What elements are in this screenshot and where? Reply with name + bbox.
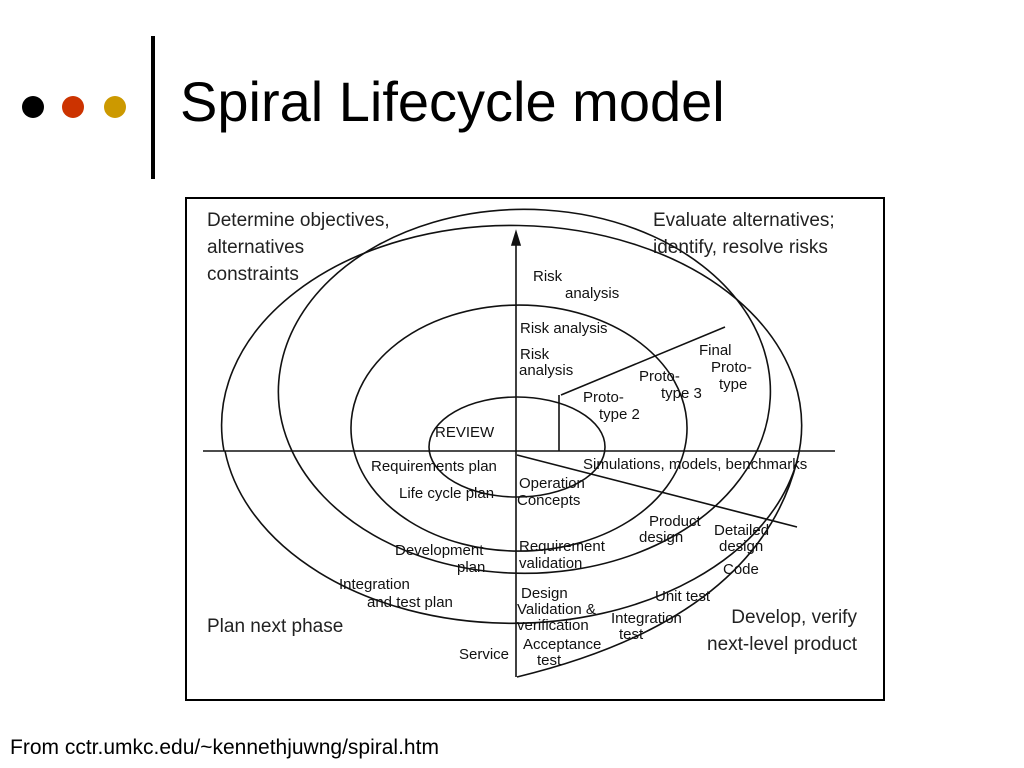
spiral-loop-2 [350,304,688,552]
slide-title: Spiral Lifecycle model [180,70,725,133]
spiral-continuation [516,460,798,678]
operation-concepts-label-1: Operation [519,475,585,492]
development-plan-label-1: Development [395,542,484,559]
title-divider [151,36,155,179]
life-cycle-plan-label: Life cycle plan [399,485,494,502]
requirement-validation-label-2: validation [519,555,582,572]
quadrant-top-right-label: Evaluate alternatives; identify, resolve… [653,210,835,258]
prototype-3-label-1: Proto- [639,368,680,385]
prototype-2-label-1: Proto- [583,389,624,406]
source-attribution: From cctr.umkc.edu/~kennethjuwng/spiral.… [10,736,439,759]
design-validation-label-3: verification [517,617,589,634]
final-prototype-label-3: type [719,376,747,393]
development-plan-label-2: plan [457,559,485,576]
risk-analysis-inner-label-line2: analysis [519,362,573,379]
acceptance-test-label-2: test [537,652,562,669]
design-diagonal [516,454,798,528]
review-label: REVIEW [435,424,495,441]
spiral-graphic: Risk analysis Risk analysis Risk analysi… [203,208,835,678]
final-prototype-label-2: Proto- [711,359,752,376]
design-validation-label-2: Validation & [517,601,596,618]
integration-test-label-1: Integration [611,610,682,627]
prototype-3-label-2: type 3 [661,385,702,402]
operation-concepts-label-2: Concepts [517,492,580,509]
spiral-diagram: Determine objectives, alternatives const… [185,197,885,701]
axis-arrow [510,229,522,246]
prototype-diagonal [560,326,726,396]
bullet-dot-black [22,96,44,118]
risk-analysis-mid-label: Risk analysis [520,320,608,337]
requirements-plan-label: Requirements plan [371,458,497,475]
product-design-label-2: design [639,529,683,546]
prototype-2-label-2: type 2 [599,406,640,423]
risk-analysis-outer-label: Risk [533,268,563,285]
integration-test-plan-label-2: and test plan [367,594,453,611]
detailed-design-label-2: design [719,538,763,555]
risk-analysis-outer-label-line2: analysis [565,285,619,302]
requirement-validation-label-1: Requirement [519,538,606,555]
integration-test-label-2: test [619,626,644,643]
code-label: Code [723,561,759,578]
service-label: Service [459,646,509,663]
product-design-label-1: Product [649,513,702,530]
spiral-loop-3 [277,208,772,575]
unit-test-label: Unit test [655,588,711,605]
quadrant-bottom-right-label: Develop, verify next-level product [707,607,857,655]
risk-analysis-inner-label: Risk [520,346,550,363]
final-prototype-label-1: Final [699,342,732,359]
spiral-loop-outer [220,224,803,625]
simulations-label: Simulations, models, benchmarks [583,456,807,473]
acceptance-test-label-1: Acceptance [523,636,601,653]
bullet-dot-gold [104,96,126,118]
spiral-loop-inner [428,396,606,498]
quadrant-bottom-left-label: Plan next phase [207,616,344,637]
detailed-design-label-1: Detailed [714,522,769,539]
quadrant-top-left-label: Determine objectives, alternatives const… [207,210,390,285]
design-validation-label-1: Design [521,585,568,602]
bullet-dot-red [62,96,84,118]
integration-test-plan-label-1: Integration [339,576,410,593]
